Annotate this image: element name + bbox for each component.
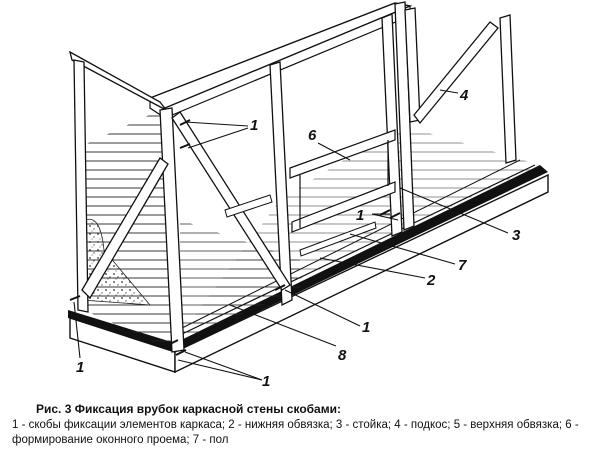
leader-lines [73,89,509,381]
callout-6: 6 [308,127,317,144]
callout-1-mid: 1 [356,207,364,224]
callout-7: 7 [458,257,467,274]
figure-caption: Рис. 3 Фиксация врубок каркасной стены с… [6,402,598,448]
callout-1-top: 1 [250,117,258,134]
frame-wall-drawing: 1 1 1 1 1 2 3 4 6 7 8 [68,1,549,390]
caption-title: Рис. 3 Фиксация врубок каркасной стены с… [36,402,341,416]
callout-8: 8 [338,347,347,364]
callout-4: 4 [459,87,469,104]
callout-2: 2 [426,272,436,289]
callout-3: 3 [512,227,521,244]
foundation-slab [68,165,549,374]
callout-1-right: 1 [362,319,370,336]
blocking [224,194,377,257]
callout-1-left: 1 [76,359,84,376]
studs [73,1,517,353]
caption-legend: 1 - скобы фиксации элементов каркаса; 2 … [12,419,579,446]
braces [81,21,499,300]
callout-numbers: 1 1 1 1 1 2 3 4 6 7 8 [76,87,521,390]
callout-1-bottom: 1 [262,373,270,390]
window-opening [289,129,396,233]
